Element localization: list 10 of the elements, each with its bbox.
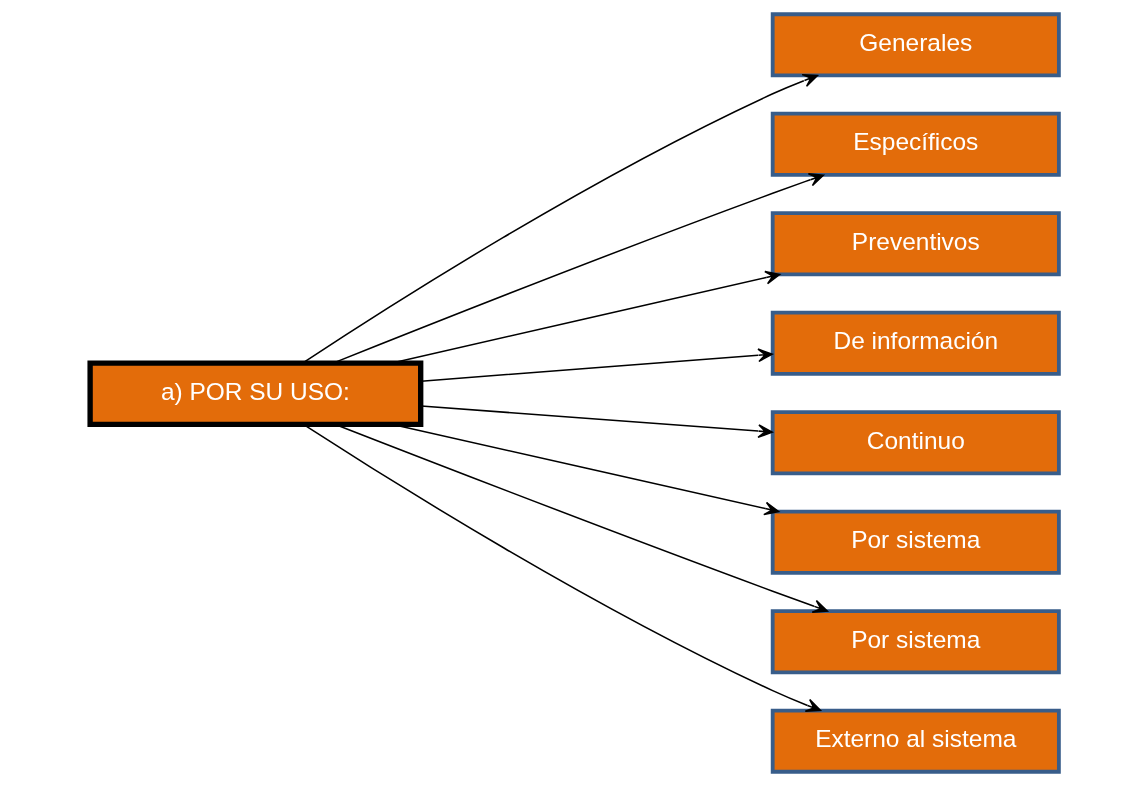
node-box: Específicos (770, 111, 1061, 177)
node-box: Preventivos (770, 211, 1061, 277)
node-box: a) POR SU USO: (86, 360, 423, 428)
node-box: Por sistema (770, 509, 1061, 575)
node-box: Por sistema (770, 609, 1061, 675)
node-box: Externo al sistema (770, 708, 1061, 774)
node-box: De información (770, 310, 1061, 376)
node-box: Generales (770, 12, 1061, 78)
node-box: Continuo (770, 410, 1061, 476)
arrow (301, 73, 818, 364)
